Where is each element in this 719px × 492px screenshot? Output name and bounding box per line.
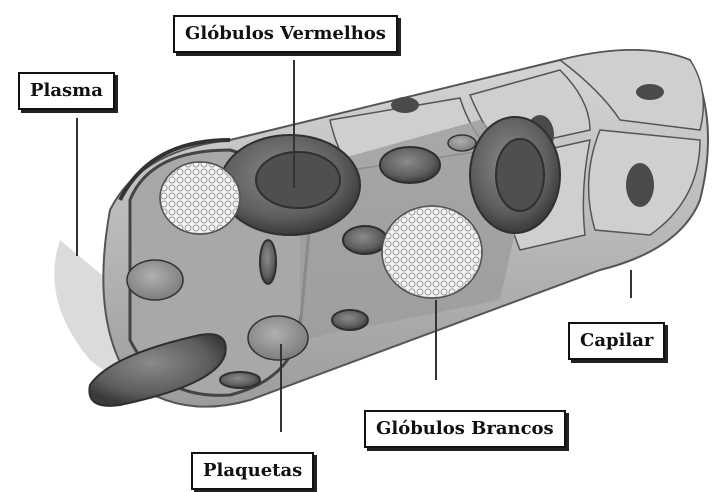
label-platelets: Plaquetas	[191, 452, 314, 490]
label-white-blood-cells: Glóbulos Brancos	[364, 410, 566, 448]
label-capillary: Capilar	[568, 322, 665, 360]
label-red-blood-cells: Glóbulos Vermelhos	[173, 15, 398, 53]
label-plasma: Plasma	[18, 72, 115, 110]
